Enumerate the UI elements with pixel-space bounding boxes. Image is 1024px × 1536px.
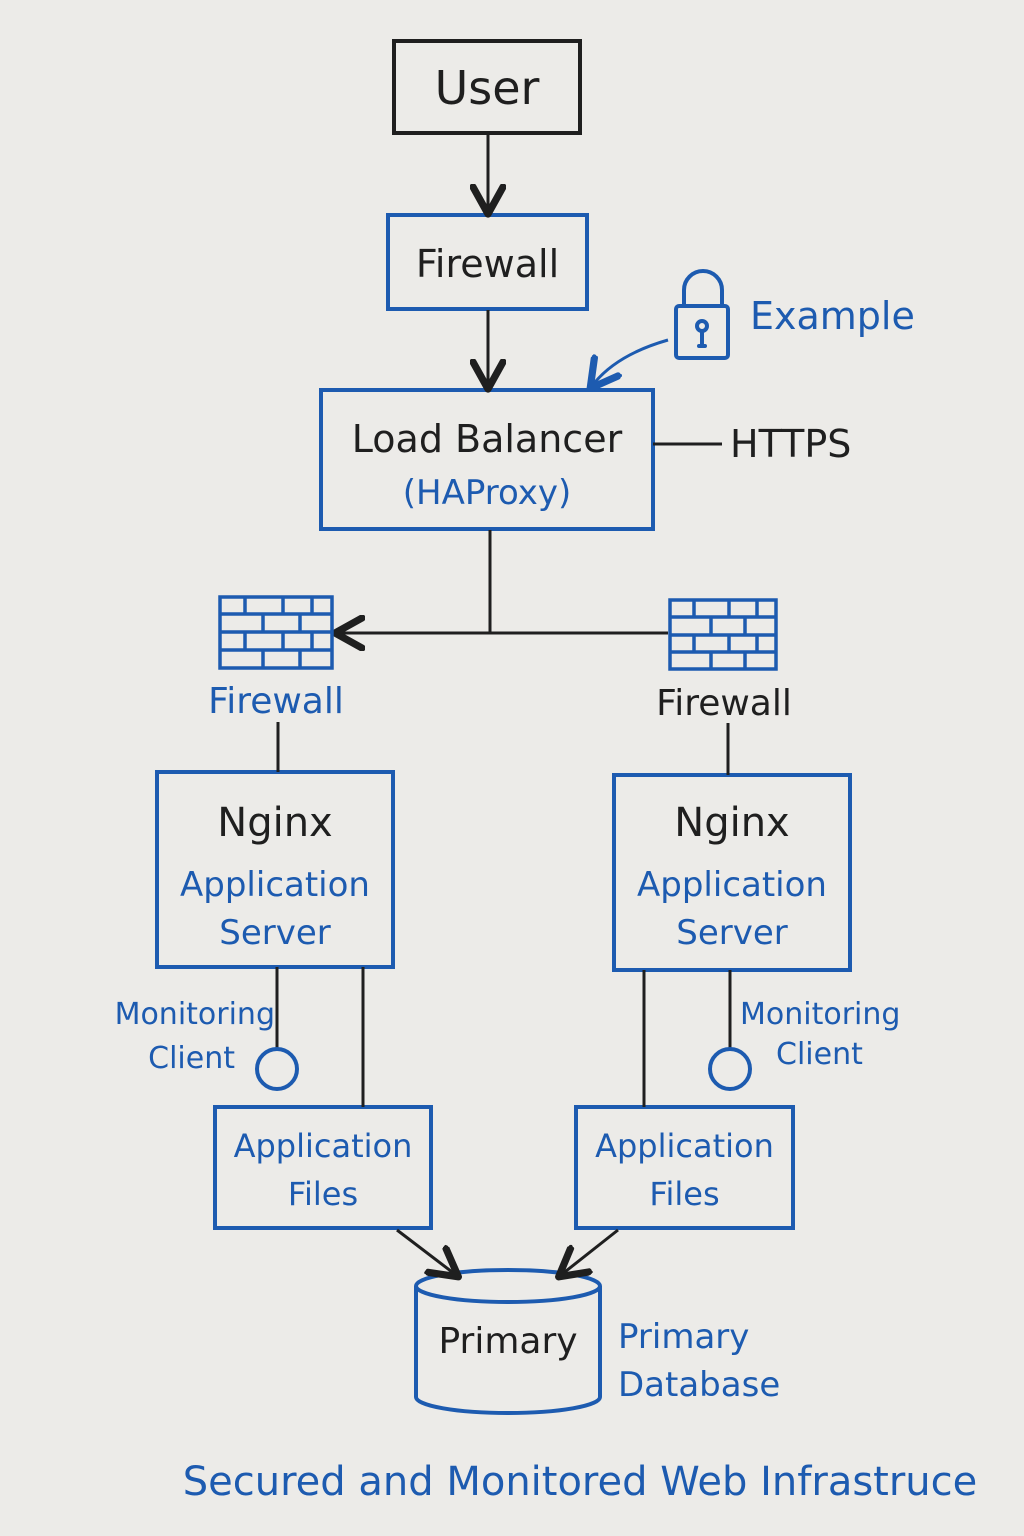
user-label: User xyxy=(434,61,540,115)
example-arrow xyxy=(592,338,669,386)
server-left-box xyxy=(155,770,395,969)
load-balancer-sub-label: (HAProxy) xyxy=(402,473,572,513)
server-left-line1: Application xyxy=(180,865,370,905)
load-balancer-label: Load Balancer xyxy=(351,417,623,461)
diagram-title: Secured and Monitored Web Infrastruce xyxy=(182,1459,978,1505)
files-right-line1: Application xyxy=(595,1127,774,1165)
brick-firewall-icon xyxy=(218,595,334,670)
files-left-line1: Application xyxy=(233,1127,413,1165)
example-label: Example xyxy=(750,294,915,338)
monitoring-left-line1: Monitoring xyxy=(114,997,275,1032)
monitoring-right-line1: Monitoring xyxy=(740,997,901,1032)
firewall-left-label: Firewall xyxy=(208,681,344,722)
database-cylinder xyxy=(414,1268,602,1415)
https-label: HTTPS xyxy=(730,422,852,466)
firewall-top-label: Firewall xyxy=(415,242,560,286)
edge-left-files-db xyxy=(396,1228,456,1275)
files-right-line2: Files xyxy=(649,1175,720,1213)
edge-right-files-db xyxy=(561,1228,619,1275)
database-label: Primary xyxy=(438,1321,578,1362)
database-caption-line2: Database xyxy=(618,1365,781,1405)
server-right-title: Nginx xyxy=(674,800,790,846)
monitoring-right-node xyxy=(708,1047,752,1091)
monitoring-left-line2: Client xyxy=(148,1041,235,1076)
database-caption-line1: Primary xyxy=(618,1317,750,1357)
server-right-line1: Application xyxy=(637,865,827,905)
files-left-box xyxy=(213,1105,433,1230)
server-left-title: Nginx xyxy=(217,800,333,846)
files-left-line2: Files xyxy=(287,1175,359,1213)
server-right-box xyxy=(612,773,852,972)
lock-icon xyxy=(674,269,730,360)
files-right-box xyxy=(574,1105,795,1230)
monitoring-right-line2: Client xyxy=(776,1037,863,1072)
server-left-line2: Server xyxy=(219,913,331,953)
brick-firewall-icon xyxy=(668,598,778,671)
user-box xyxy=(392,39,582,135)
server-right-line2: Server xyxy=(676,913,788,953)
monitoring-left-node xyxy=(255,1047,299,1091)
firewall-right-label: Firewall xyxy=(656,683,792,724)
